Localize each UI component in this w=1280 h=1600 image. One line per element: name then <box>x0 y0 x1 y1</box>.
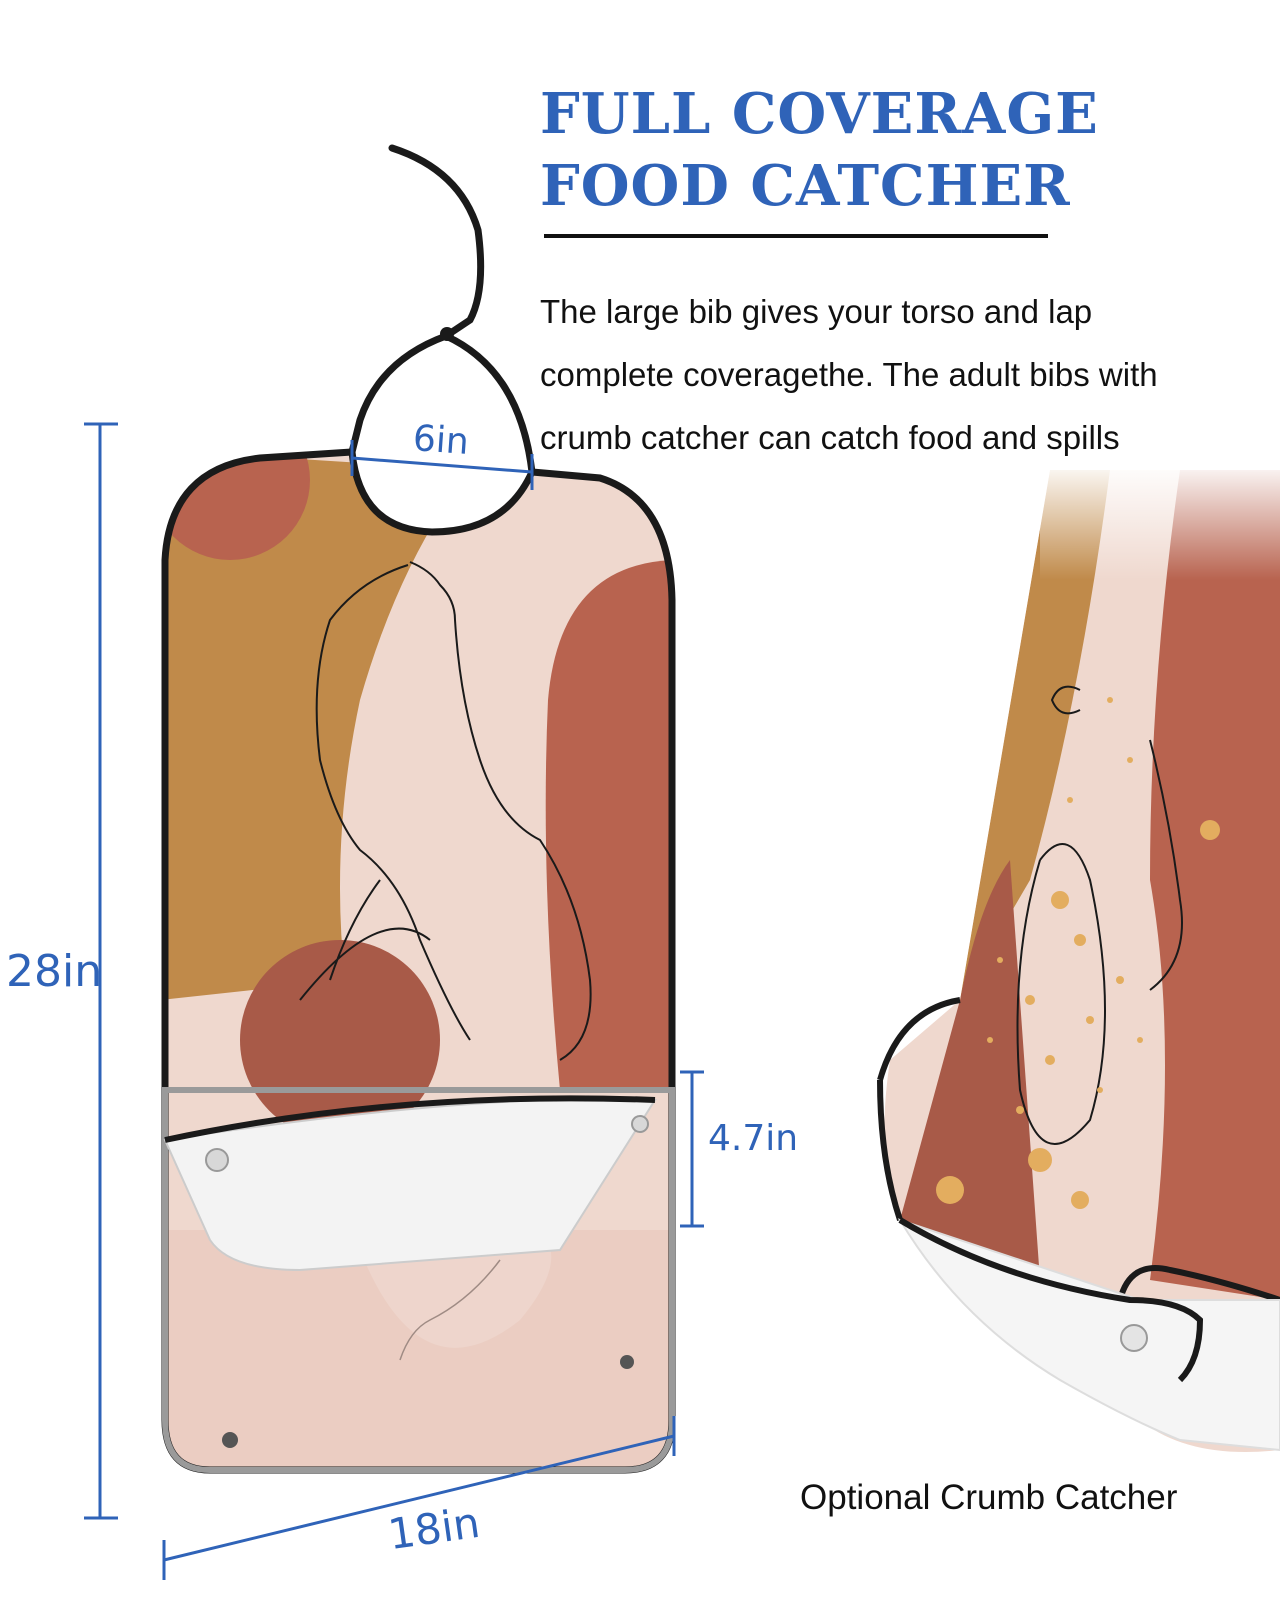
dimension-height-label: 28in <box>6 946 103 997</box>
headline-line-1: FULL COVERAGE <box>540 81 1099 147</box>
bib-lower-trim <box>162 1087 675 1473</box>
bib-terracotta-shape <box>545 560 672 1090</box>
bib-line-art <box>299 561 592 1061</box>
headline-divider <box>544 234 1048 238</box>
side-view-caption: Optional Crumb Catcher <box>800 1478 1178 1517</box>
description-line-1: The large bib gives your torso and lap <box>540 293 1093 330</box>
pocket-edge <box>164 1095 656 1143</box>
snap-button <box>631 1115 649 1133</box>
snap-button <box>620 1355 634 1369</box>
dimension-lines <box>84 422 704 1580</box>
headline-line-2: FOOD CATCHER <box>540 153 1071 219</box>
snap-button <box>222 1432 238 1448</box>
product-description: The large bib gives your torso and lap c… <box>540 280 1260 469</box>
bib-mustard-shape <box>165 452 470 1000</box>
description-line-2: complete coveragethe. The adult bibs wit… <box>540 356 1158 393</box>
bib-trim <box>161 448 676 1474</box>
bib-body <box>165 452 672 1470</box>
side-snap-button <box>1120 1324 1148 1352</box>
dimension-neck-label: 6in <box>411 418 471 463</box>
headline: FULL COVERAGE FOOD CATCHER <box>540 78 1100 222</box>
crumbs <box>936 697 1220 1209</box>
snap-button <box>205 1148 229 1172</box>
neck-strap <box>348 144 485 456</box>
strap-button <box>440 327 454 341</box>
bib-corner-shape <box>165 452 310 560</box>
description-line-3: crumb catcher can catch food and spills <box>540 419 1120 456</box>
neck-loop <box>444 332 536 473</box>
side-crumb-catcher <box>897 1218 1280 1452</box>
dimension-pocket-label: 4.7in <box>708 1118 799 1159</box>
